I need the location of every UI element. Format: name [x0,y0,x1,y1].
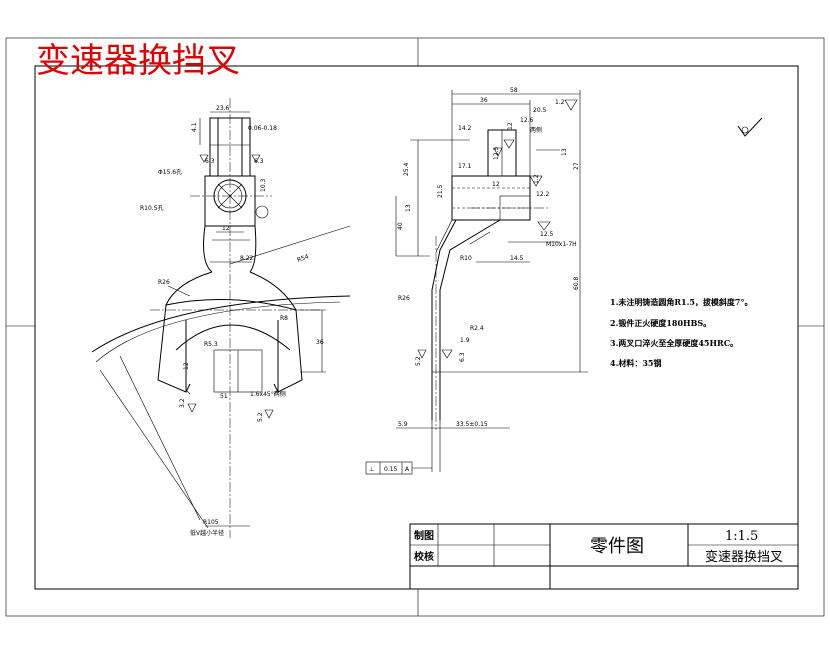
front-view [91,98,351,538]
svg-text:60.8: 60.8 [573,276,580,290]
svg-text:A: A [405,466,410,473]
svg-text:58: 58 [510,87,518,94]
svg-text:14.5: 14.5 [510,255,524,262]
svg-text:12: 12 [492,181,500,188]
svg-text:R105: R105 [203,519,219,526]
svg-text:12.2: 12.2 [536,191,550,198]
svg-text:13: 13 [405,204,412,212]
svg-text:R54: R54 [296,253,310,264]
svg-text:20.5: 20.5 [533,107,547,114]
title-block: 制图 校核 零件图 1:1.5 变速器换挡叉 [409,523,799,589]
svg-text:R26: R26 [158,279,170,286]
svg-text:3.2: 3.2 [179,398,186,408]
svg-text:1.6x45°两侧: 1.6x45°两侧 [250,390,286,398]
svg-text:23.6: 23.6 [216,105,230,112]
svg-text:33.5±0.15: 33.5±0.15 [456,421,488,428]
svg-text:14.2: 14.2 [458,125,472,132]
svg-text:6.3: 6.3 [205,158,215,165]
svg-text:2.锻件正火硬度180HBS。: 2.锻件正火硬度180HBS。 [610,318,711,328]
svg-text:10.3: 10.3 [260,178,267,192]
svg-text:R5.3: R5.3 [204,341,218,348]
svg-text:8.22: 8.22 [240,255,254,262]
svg-text:27: 27 [573,162,580,170]
svg-text:36: 36 [316,339,324,346]
svg-text:R8: R8 [280,315,288,322]
technical-notes: 1.未注明铸造圆角R1.5，拔模斜度7°。 2.锻件正火硬度180HBS。 3.… [610,297,752,368]
svg-text:⊥: ⊥ [369,466,374,473]
svg-text:51: 51 [220,393,228,400]
svg-text:低V越小半径: 低V越小半径 [190,529,224,537]
svg-text:6.3: 6.3 [254,158,264,165]
side-view: ⊥ 0.15 A [365,90,588,475]
svg-text:1.未注明铸造圆角R1.5，拔模斜度7°。: 1.未注明铸造圆角R1.5，拔模斜度7°。 [610,297,752,307]
front-view-dimensions: 23.6 0.06-0.18 4.1 6.3 6.3 Φ15.6孔 10.3 R… [140,105,324,537]
svg-text:13: 13 [561,148,568,156]
svg-text:12.6: 12.6 [520,117,534,124]
inner-border [34,65,799,590]
scale: 1:1.5 [725,529,758,544]
svg-text:5.2: 5.2 [257,412,264,422]
svg-text:5.9: 5.9 [398,421,408,428]
svg-text:21.5: 21.5 [437,184,444,198]
svg-text:4.材料：35钢: 4.材料：35钢 [610,358,661,368]
svg-text:36: 36 [480,97,488,104]
svg-text:Φ15.6孔: Φ15.6孔 [158,168,182,176]
svg-text:12: 12 [183,362,190,370]
svg-text:12.5: 12.5 [540,231,554,238]
svg-text:1.2: 1.2 [555,99,565,106]
checked-label: 校核 [414,550,434,563]
svg-text:17.1: 17.1 [458,163,472,170]
svg-text:1.2: 1.2 [533,174,540,184]
drawn-label: 制图 [414,529,434,542]
svg-text:40: 40 [397,222,404,230]
drawing-type: 零件图 [590,536,644,557]
svg-text:两侧: 两侧 [530,126,542,134]
svg-text:R10: R10 [460,255,472,262]
svg-text:5.2: 5.2 [415,356,422,366]
svg-text:4.1: 4.1 [191,122,198,132]
svg-text:12: 12 [222,225,230,232]
svg-text:12: 12 [507,122,514,130]
svg-text:M10x1-7H: M10x1-7H [546,241,577,248]
svg-text:3.两叉口淬火至全厚硬度45HRC。: 3.两叉口淬火至全厚硬度45HRC。 [610,338,738,348]
svg-text:0.15: 0.15 [384,466,398,473]
svg-text:1.9: 1.9 [460,337,470,344]
svg-text:R2.4: R2.4 [470,325,484,332]
part-name: 变速器换挡叉 [705,549,783,565]
outer-frame [5,37,825,617]
svg-text:12.5: 12.5 [493,146,500,160]
svg-text:R10.5孔: R10.5孔 [140,204,164,212]
svg-text:0.06-0.18: 0.06-0.18 [248,125,277,132]
side-view-dimensions: 36 58 20.5 1.2 14.2 12.6 12 两侧 12.5 17.1… [397,87,580,428]
svg-text:25.4: 25.4 [403,162,410,176]
surface-roughness-symbol [737,117,763,137]
red-title: 变速器换挡叉 [36,41,240,81]
svg-text:R26: R26 [398,295,410,302]
svg-text:6.3: 6.3 [459,352,466,362]
